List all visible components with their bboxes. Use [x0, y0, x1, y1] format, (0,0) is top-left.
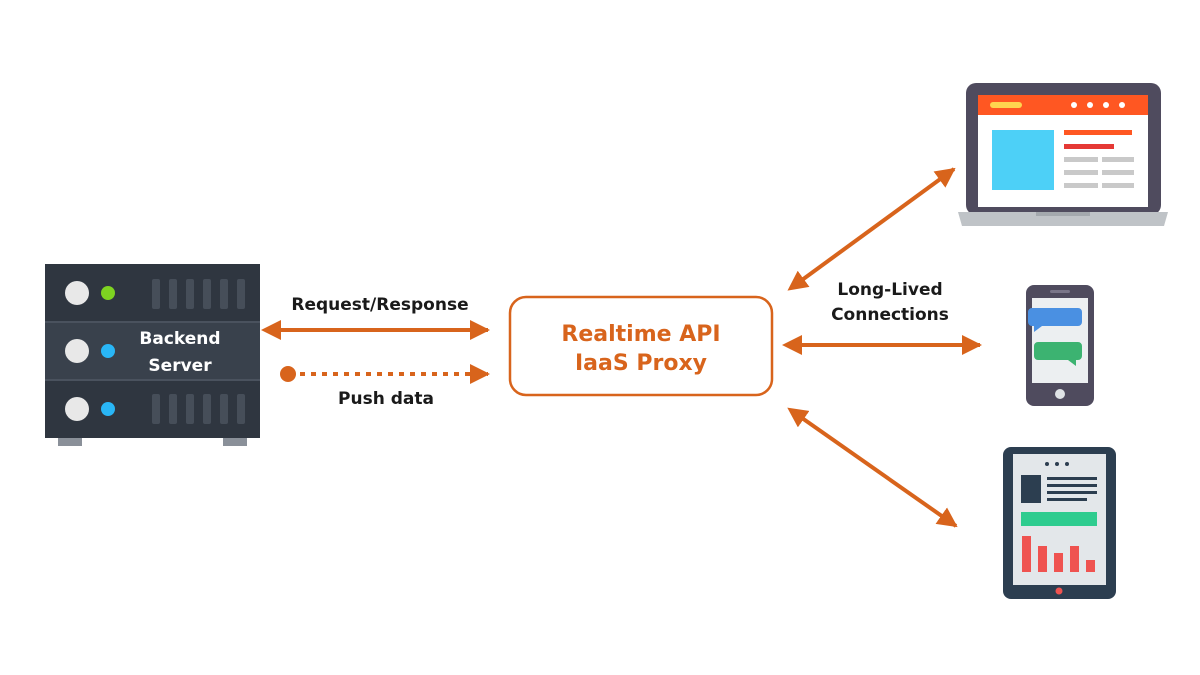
server-power-button: [65, 281, 89, 305]
server-vent-slots: [152, 279, 245, 309]
server-status-led: [101, 402, 115, 416]
tablet-connection-arrow: [787, 407, 958, 528]
laptop-connection-arrow: [787, 167, 956, 291]
request-response-label: Request/Response: [291, 295, 468, 315]
backend-server-label-line1: Backend: [139, 329, 220, 349]
server-status-led: [101, 286, 115, 300]
laptop-icon: [958, 83, 1168, 226]
backend-server-icon: Backend Server: [45, 264, 260, 446]
server-foot-left: [58, 436, 82, 446]
server-foot-right: [223, 436, 247, 446]
proxy-label-line2: IaaS Proxy: [575, 351, 707, 376]
long-lived-label-line1: Long-Lived: [837, 280, 942, 300]
long-lived-label-line2: Connections: [831, 305, 949, 325]
smartphone-icon: [1026, 285, 1094, 406]
realtime-api-proxy-box: Realtime API IaaS Proxy: [508, 295, 774, 397]
push-data-label: Push data: [338, 389, 434, 409]
tablet-icon: [1003, 447, 1116, 599]
server-vent-slots: [152, 394, 245, 424]
server-power-button: [65, 339, 89, 363]
proxy-label-line1: Realtime API: [561, 322, 720, 347]
server-power-button: [65, 397, 89, 421]
server-status-led: [101, 344, 115, 358]
push-data-origin-dot: [280, 366, 296, 382]
backend-server-label-line2: Server: [148, 356, 212, 376]
